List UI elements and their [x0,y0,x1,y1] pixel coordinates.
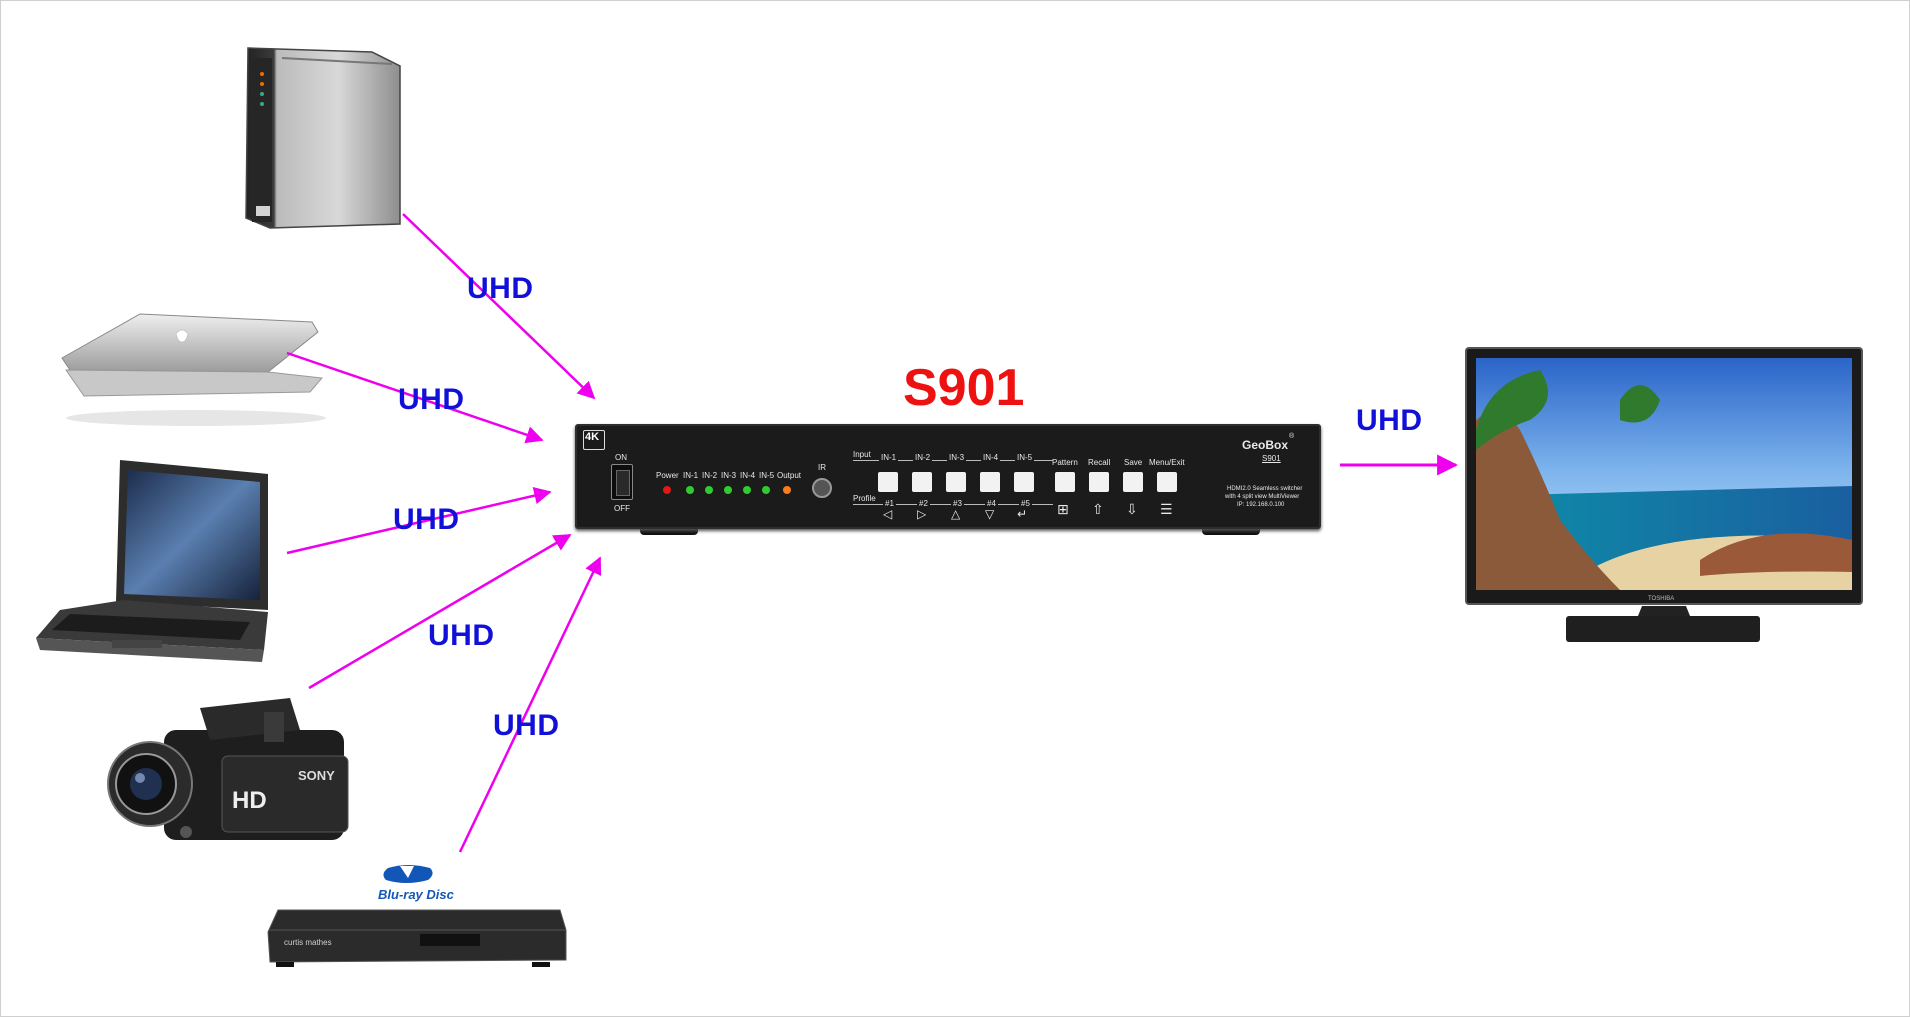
in4-led [743,486,751,494]
uhd-label-bluray: UHD [493,709,560,742]
profile-group-label: Profile [853,494,876,503]
profile-5-label: #5 [1019,499,1032,508]
menu-exit-label: Menu/Exit [1149,458,1185,467]
power-switch-on-label: ON [615,453,627,462]
left-arrow-icon: ◁ [883,507,893,521]
in2-led [705,486,713,494]
tv-icon: TOSHIBA [1465,347,1863,642]
in3-label: IN-3 [947,453,967,462]
output-led [783,486,791,494]
s901-switcher-device: 4K ON OFF Power IN-1 IN-2 IN-3 IN-4 IN-5… [575,424,1321,529]
recall-button[interactable] [1089,472,1109,492]
notebook-pc-icon [36,460,268,662]
blu-ray-logo-text: Blu-ray Disc [378,887,455,902]
tv-brand: TOSHIBA [1648,596,1674,602]
camcorder-brand: SONY [298,768,335,783]
led-label-in4: IN-4 [740,471,756,480]
in1-label: IN-1 [879,453,899,462]
4k-badge: 4K [583,430,605,450]
uhd-label-notebook: UHD [393,503,460,536]
menu-list-icon: ☰ [1160,502,1173,518]
right-arrow-icon: ▷ [917,507,927,521]
arrow-camcorder-to-switcher [308,533,572,690]
uhd-label-laptop: UHD [398,383,465,416]
device-desc-line1: HDMI2.0 Seamless switcher [1227,486,1303,492]
in4-label: IN-4 [981,453,1001,462]
power-led [663,486,671,494]
arrow-bluray-to-switcher [458,556,602,853]
player-brand: curtis mathes [284,938,332,947]
in5-led [762,486,770,494]
uhd-label-hdd: UHD [467,272,534,305]
device-foot-right [1202,524,1260,535]
recall-icon: ⇧ [1092,502,1104,518]
blu-ray-player-icon: curtis mathes [267,909,567,967]
in1-led [686,486,694,494]
ir-sensor [812,478,832,498]
save-label: Save [1124,458,1143,467]
laptop-icon [61,313,326,426]
in5-label: IN-5 [1015,453,1035,462]
led-label-in1: IN-1 [683,471,699,480]
profile-1-label: #1 [883,499,896,508]
led-label-in3: IN-3 [721,471,737,480]
input-4-button[interactable] [980,472,1000,492]
profile-2-label: #2 [917,499,930,508]
connection-arrows [286,213,1459,853]
arrow-notebook-to-switcher [286,487,552,555]
in3-led [724,486,732,494]
input-2-button[interactable] [912,472,932,492]
input-1-button[interactable] [878,472,898,492]
led-label-power: Power [656,471,679,480]
external-hard-drive-icon [245,47,401,229]
input-3-button[interactable] [946,472,966,492]
device-desc-line2: with 4 split view MultiViewer [1225,494,1300,500]
in2-label: IN-2 [913,453,933,462]
4k-badge-text: 4K [585,431,600,443]
down-arrow-icon: ▽ [985,507,995,521]
device-brand: GeoBox [1242,438,1289,452]
save-icon: ⇩ [1126,502,1138,518]
blu-ray-logo: Blu-ray Disc [378,865,455,902]
device-foot-left [640,524,698,535]
profile-4-label: #4 [985,499,998,508]
input-group-label: Input [853,450,871,459]
up-arrow-icon: △ [951,507,961,521]
arrow-hdd-to-switcher [402,213,596,400]
pattern-button[interactable] [1055,472,1075,492]
enter-icon: ↵ [1017,507,1028,521]
device-desc-line3: IP: 192.168.0.100 [1237,502,1285,508]
uhd-label-camcorder: UHD [428,619,495,652]
diagram-title: S901 [903,359,1025,417]
led-label-output: Output [777,471,802,480]
uhd-label-tv: UHD [1356,404,1423,437]
recall-label: Recall [1088,458,1111,467]
pattern-label: Pattern [1052,458,1078,467]
arrow-laptop-to-switcher [286,351,544,444]
power-switch-off-label: OFF [614,504,630,513]
device-model: S901 [1262,454,1281,463]
camcorder-icon: SONY HD [107,698,349,840]
ir-label: IR [818,463,826,472]
camcorder-hd-badge: HD [232,787,267,814]
led-label-in2: IN-2 [702,471,718,480]
input-5-button[interactable] [1014,472,1034,492]
power-switch[interactable] [611,464,633,500]
save-button[interactable] [1123,472,1143,492]
menu-exit-button[interactable] [1157,472,1177,492]
led-label-in5: IN-5 [759,471,775,480]
registered-mark: ® [1289,433,1295,440]
split-view-icon: ⊞ [1057,502,1069,518]
profile-3-label: #3 [951,499,964,508]
